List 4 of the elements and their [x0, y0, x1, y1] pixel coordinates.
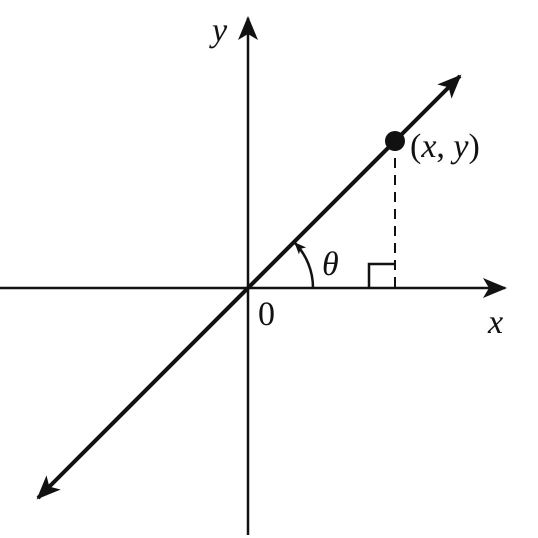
- point-label: (x, y): [410, 130, 480, 164]
- origin-label: 0: [258, 298, 275, 332]
- axis-label: x: [488, 306, 504, 340]
- angle-label: θ: [322, 248, 339, 282]
